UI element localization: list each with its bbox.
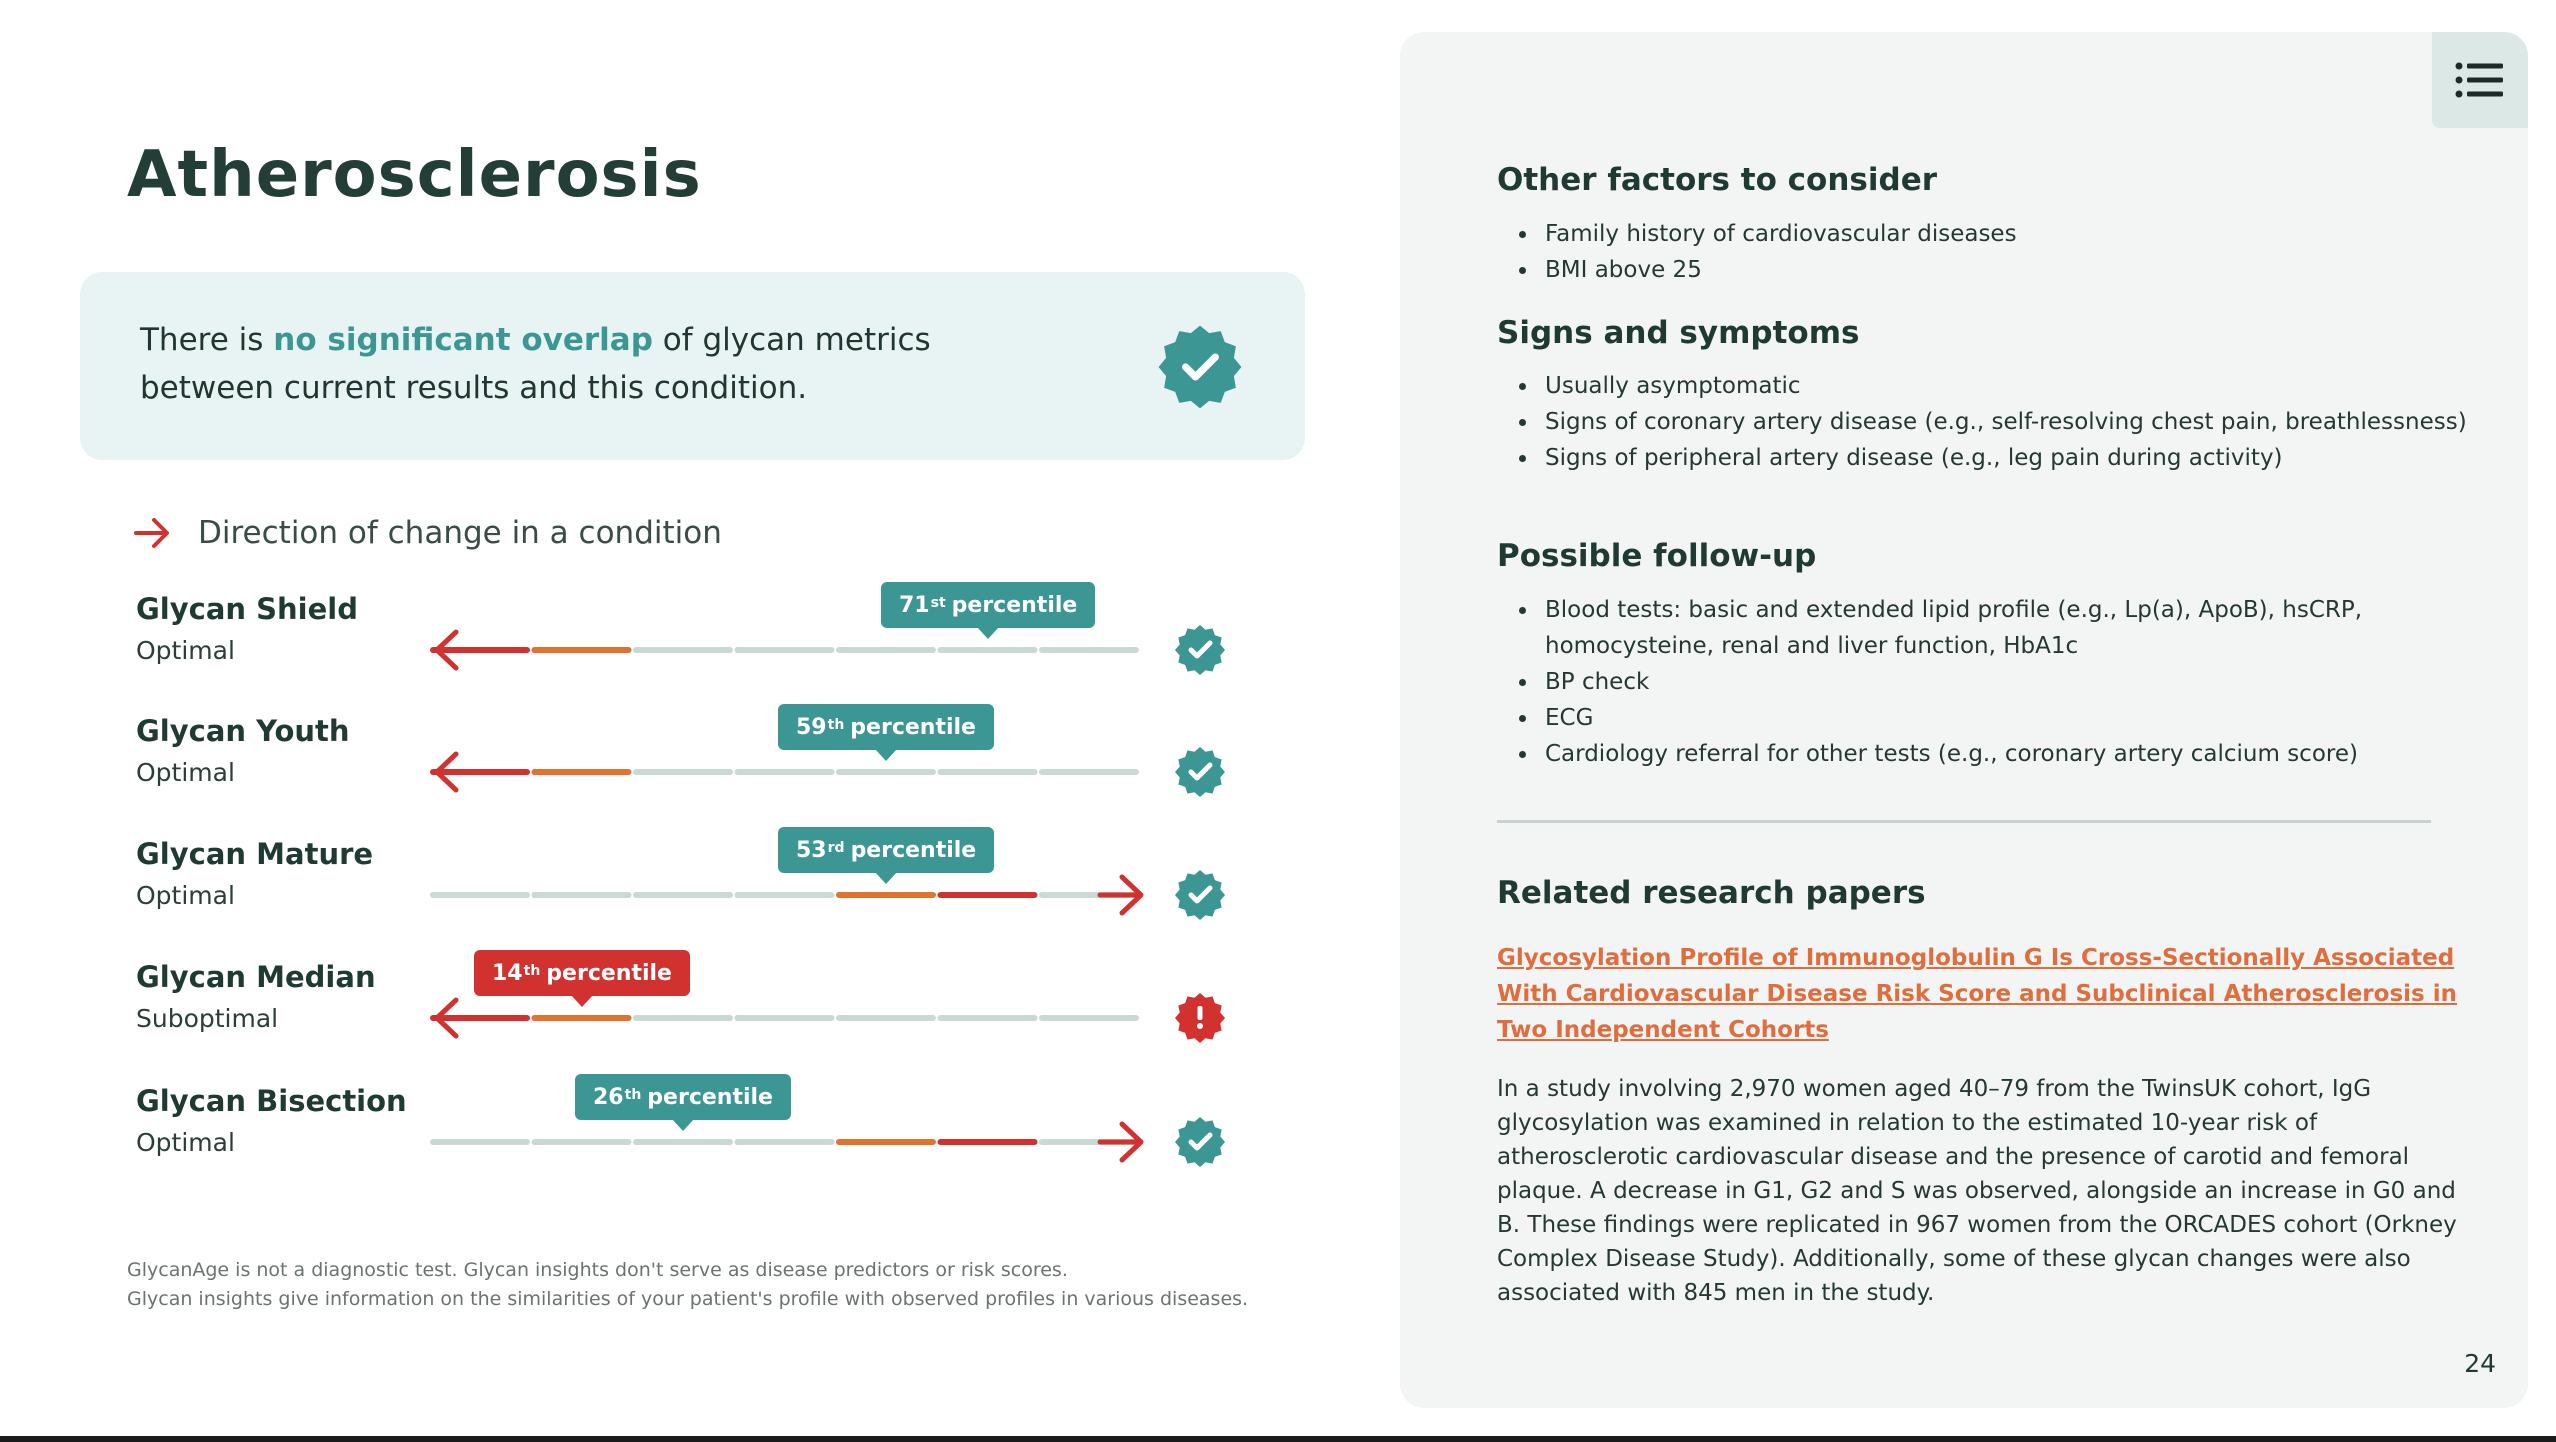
arrow-right-icon — [134, 518, 169, 548]
metric-bar-row — [430, 993, 1225, 1043]
list-item: Cardiology referral for other tests (e.g… — [1519, 736, 2485, 772]
verified-check-icon — [1175, 1117, 1225, 1167]
metric-name: Glycan Mature — [136, 837, 374, 871]
direction-legend: Direction of change in a condition — [132, 508, 722, 558]
other-factors-heading: Other factors to consider — [1497, 162, 1938, 198]
metric-status: Suboptimal — [136, 1004, 279, 1033]
condition-panel: Atherosclerosis There is no significant … — [80, 138, 1305, 1310]
research-heading: Related research papers — [1497, 875, 1926, 911]
section-divider — [1497, 820, 2431, 823]
research-summary: In a study involving 2,970 women aged 40… — [1497, 1076, 2457, 1306]
followup-heading: Possible follow-up — [1497, 538, 1817, 574]
list-menu-icon — [2455, 62, 2503, 98]
list-item: ECG — [1519, 700, 2485, 736]
metric-bar-row — [430, 747, 1225, 797]
metric-bar-row — [430, 870, 1225, 920]
page-title: Atherosclerosis — [127, 138, 702, 212]
arrow-right-head — [1119, 1121, 1144, 1163]
followup-list: Blood tests: basic and extended lipid pr… — [1497, 592, 2485, 772]
signs-list: Usually asymptomatic Signs of coronary a… — [1497, 368, 2485, 476]
callout-highlight: no significant overlap — [273, 322, 653, 358]
metric-name: Glycan Shield — [136, 592, 358, 626]
verified-check-icon — [1158, 325, 1242, 409]
bottom-border — [0, 1436, 2556, 1442]
legend-label: Direction of change in a condition — [198, 515, 722, 551]
arrow-left-head — [434, 997, 459, 1039]
arrow-right-head — [1119, 874, 1144, 916]
arrow-left-head — [434, 751, 459, 793]
list-item: Usually asymptomatic — [1519, 368, 2485, 404]
list-item: Signs of peripheral artery disease (e.g.… — [1519, 440, 2485, 476]
list-item: Signs of coronary artery disease (e.g., … — [1519, 404, 2485, 440]
metric-status: Optimal — [136, 881, 235, 910]
alert-badge-icon — [1175, 993, 1225, 1043]
research-paper-link[interactable]: Glycosylation Profile of Immunoglobulin … — [1497, 945, 2457, 1043]
metric-name: Glycan Bisection — [136, 1084, 407, 1118]
list-item: BP check — [1519, 664, 2485, 700]
list-item: BMI above 25 — [1519, 252, 2485, 288]
overlap-callout: There is no significant overlap of glyca… — [80, 272, 1305, 460]
verified-check-icon — [1175, 747, 1225, 797]
metric-status: Optimal — [136, 1128, 235, 1157]
metric-name: Glycan Youth — [136, 714, 350, 748]
verified-check-icon — [1175, 870, 1225, 920]
page-number: 24 — [2464, 1349, 2496, 1378]
callout-text: There is no significant overlap of glyca… — [140, 322, 931, 406]
verified-check-icon — [1175, 625, 1225, 675]
metric-status: Optimal — [136, 758, 235, 787]
percentile-bars — [430, 625, 1225, 1167]
info-panel: Other factors to consider Family history… — [1400, 32, 2528, 1408]
metric-status: Optimal — [136, 636, 235, 665]
arrow-left-head — [434, 629, 459, 671]
metric-bar-row — [430, 625, 1225, 675]
disclaimer: GlycanAge is not a diagnostic test. Glyc… — [127, 1259, 1249, 1310]
list-item: Blood tests: basic and extended lipid pr… — [1519, 592, 2485, 664]
menu-button[interactable] — [2432, 32, 2528, 128]
metric-name: Glycan Median — [136, 960, 376, 994]
metric-bar-row — [430, 1117, 1225, 1167]
list-item: Family history of cardiovascular disease… — [1519, 216, 2485, 252]
other-factors-list: Family history of cardiovascular disease… — [1497, 216, 2485, 288]
signs-heading: Signs and symptoms — [1497, 315, 1860, 351]
